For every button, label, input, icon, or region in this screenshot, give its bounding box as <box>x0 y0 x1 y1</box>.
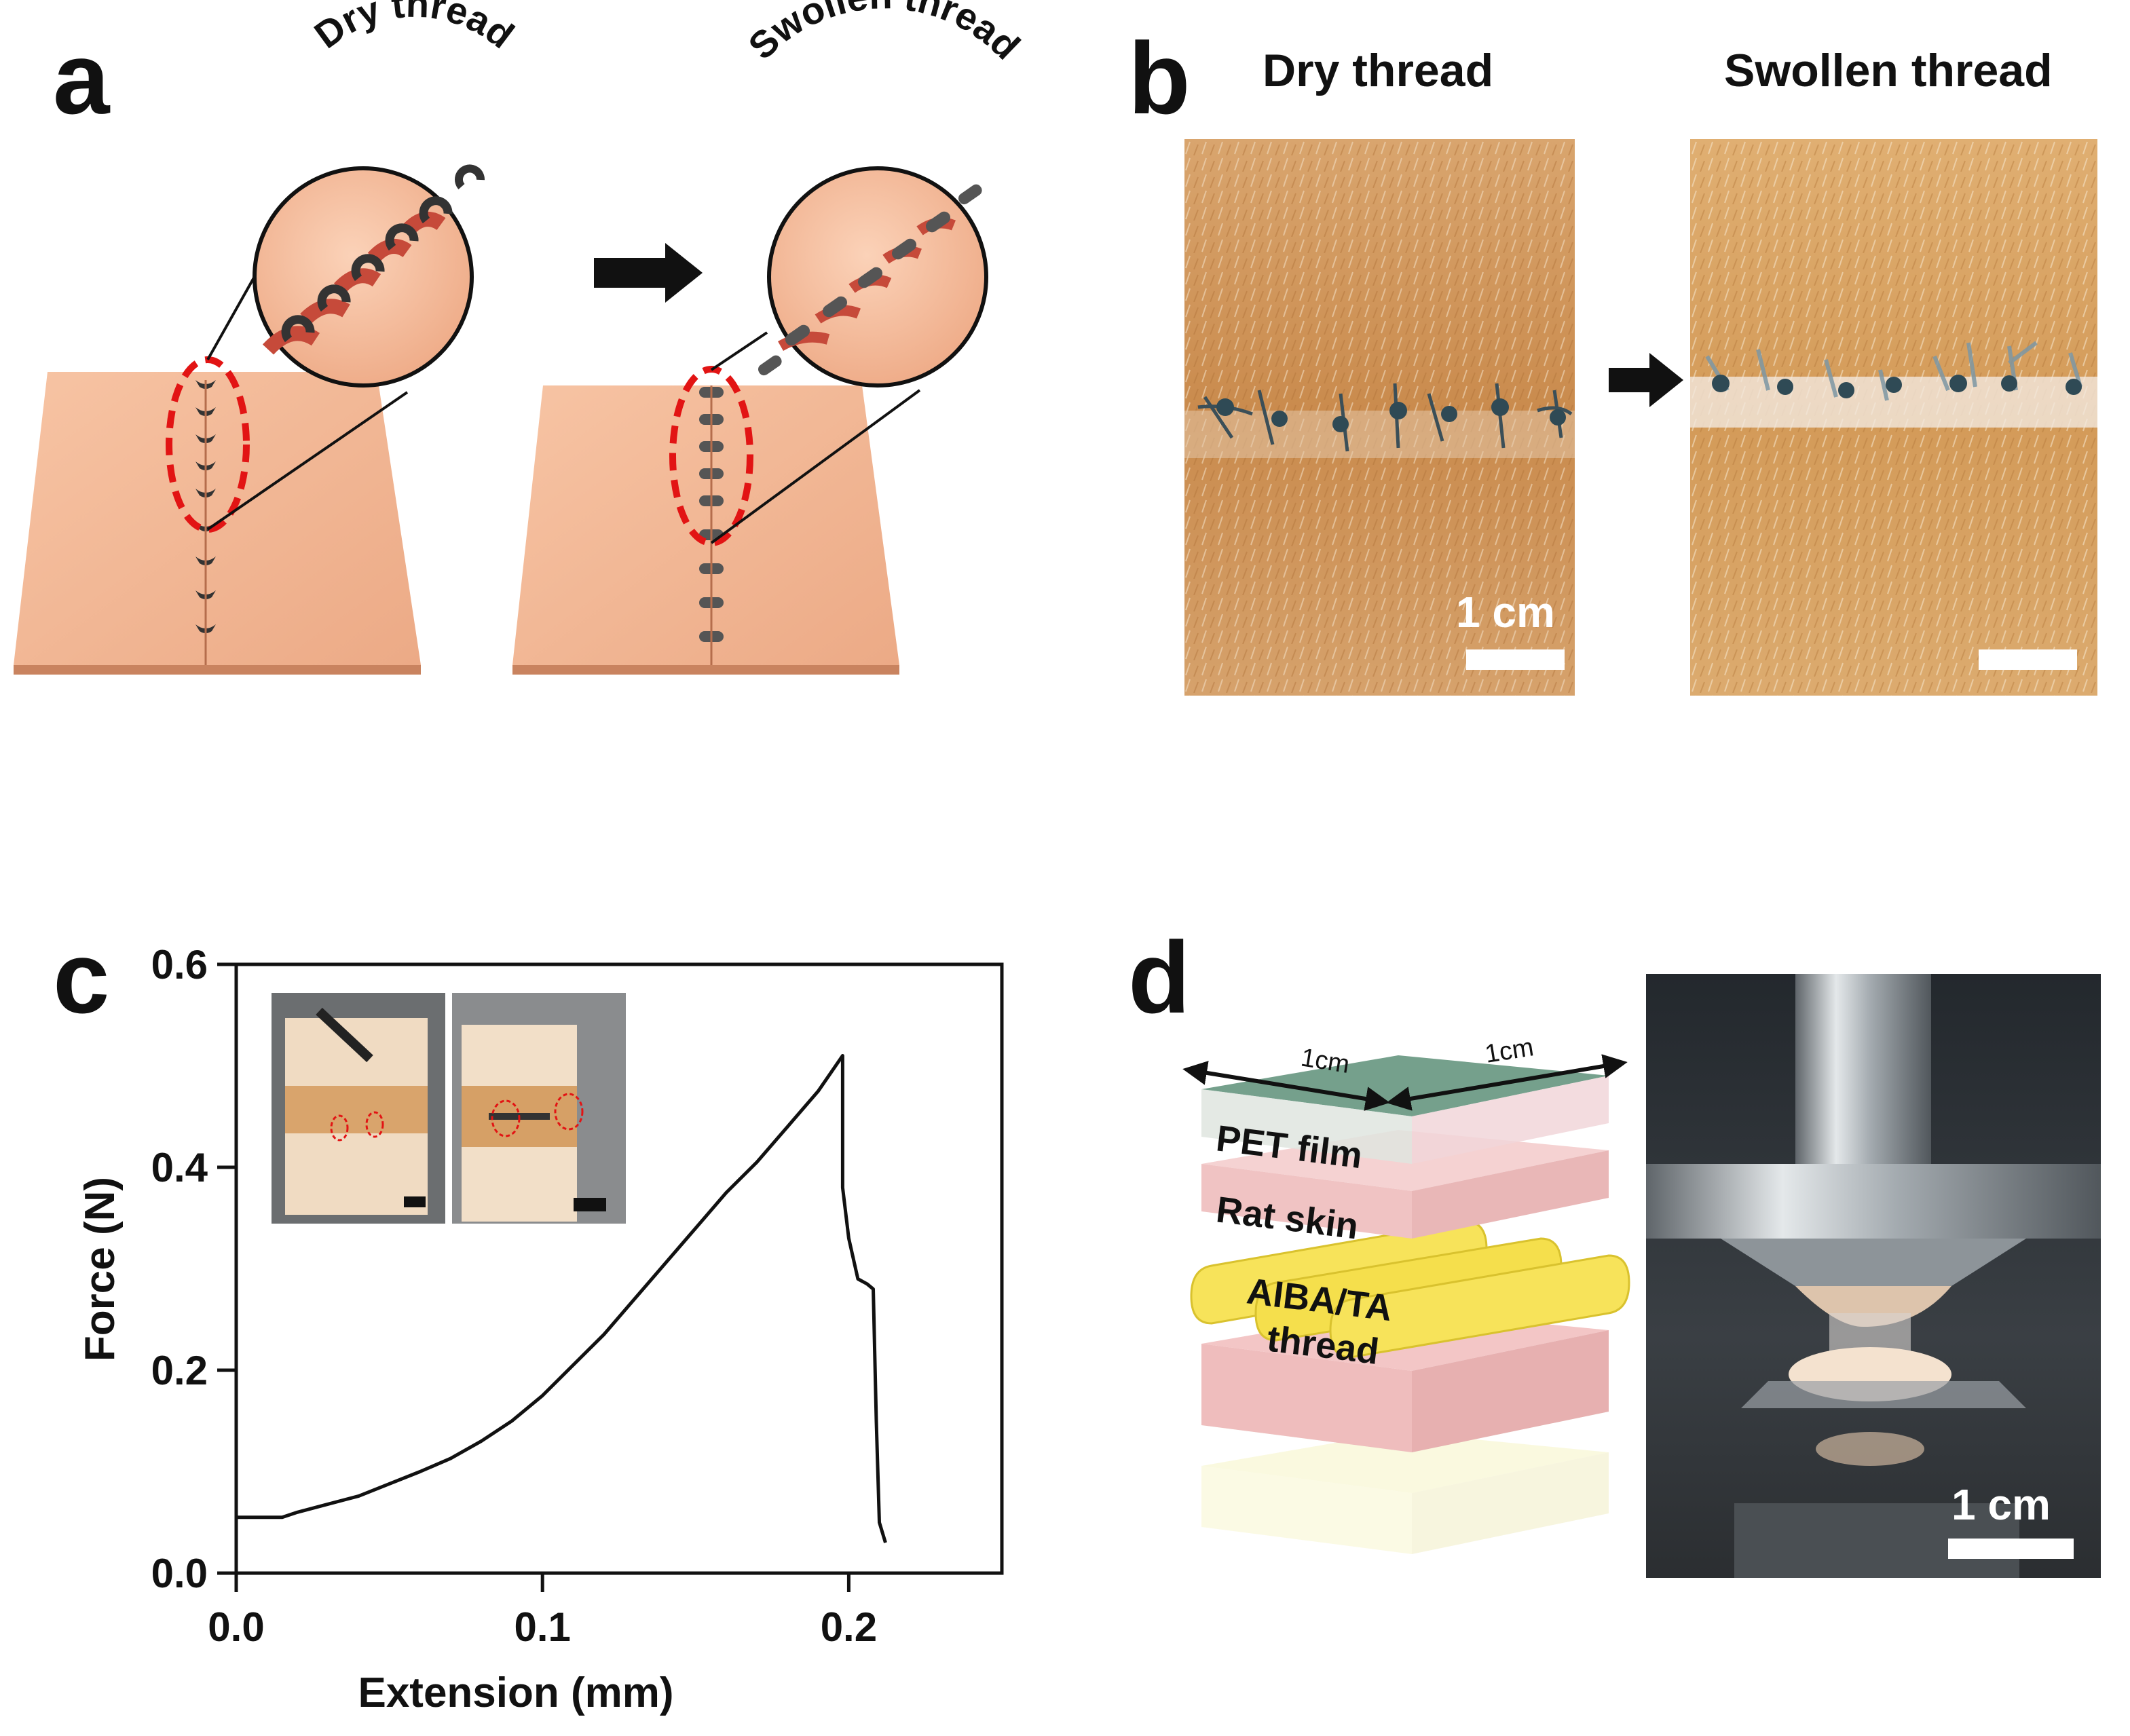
y-tick-label: 0.2 <box>151 1348 208 1393</box>
inset-photo-right <box>452 993 626 1224</box>
y-axis-label: Force (N) <box>77 1177 124 1361</box>
plot-frame <box>234 962 1004 1575</box>
panel-letter-c: c <box>53 920 110 1034</box>
dry-thread-curved-label: Dry thread <box>306 0 522 56</box>
y-tick-label: 0.0 <box>151 1551 208 1596</box>
panel-letter-b: b <box>1128 21 1191 135</box>
x-tick-label: 0.2 <box>821 1604 877 1650</box>
dry-photo-scale-label: 1 cm <box>1456 588 1555 637</box>
swollen-zoom-stitches <box>758 184 982 376</box>
y-tick-label: 0.4 <box>151 1145 208 1190</box>
series-line <box>236 1054 887 1543</box>
dry-sheet <box>14 164 485 675</box>
x-tick-label: 0.0 <box>208 1604 264 1650</box>
x-tick-label: 0.1 <box>514 1604 570 1650</box>
y-tick-label: 0.6 <box>151 942 208 987</box>
aiba-ta-thread-rods <box>1190 1220 1630 1359</box>
panel-a-arrow <box>594 243 703 303</box>
x-axis-label: Extension (mm) <box>358 1669 673 1716</box>
panel-letter-d: d <box>1128 920 1191 1034</box>
swollen-thread-curved-label: Swollen thread <box>740 0 1028 68</box>
swollen-thread-photo <box>1690 139 2097 696</box>
panel-b-arrow <box>1609 353 1683 407</box>
panel-a-schematic: Dry thread <box>14 0 1028 675</box>
dry-thread-photo: 1 cm <box>1184 139 1575 696</box>
dry-zoom-stitches <box>262 164 485 355</box>
tensile-photo-scale-label: 1 cm <box>1951 1480 2051 1529</box>
tensile-photo-scale-bar <box>1948 1539 2074 1559</box>
dry-thread-title: Dry thread <box>1263 45 1494 96</box>
y-axis-ticks: 0.0 0.2 0.4 0.6 <box>151 942 236 1596</box>
force-extension-chart: 0.0 0.2 0.4 0.6 0.0 0.1 0.2 Extension (mm) Fo… <box>77 942 1004 1716</box>
swollen-sheet <box>512 166 988 675</box>
swollen-thread-title: Swollen thread <box>1724 45 2053 96</box>
swollen-photo-scale-bar <box>1979 649 2077 670</box>
panel-letter-a: a <box>53 21 110 135</box>
inset-photo-left <box>272 993 445 1224</box>
layer-stack-schematic: 1cm 1cm PET film Rat skin AIBA/TA thread <box>1182 1033 1630 1554</box>
dim-right-label: 1cm <box>1483 1033 1535 1069</box>
tensile-test-photo: 1 cm <box>1646 974 2101 1578</box>
dry-photo-scale-bar <box>1466 649 1565 670</box>
x-axis-ticks: 0.0 0.1 0.2 <box>208 1573 877 1650</box>
